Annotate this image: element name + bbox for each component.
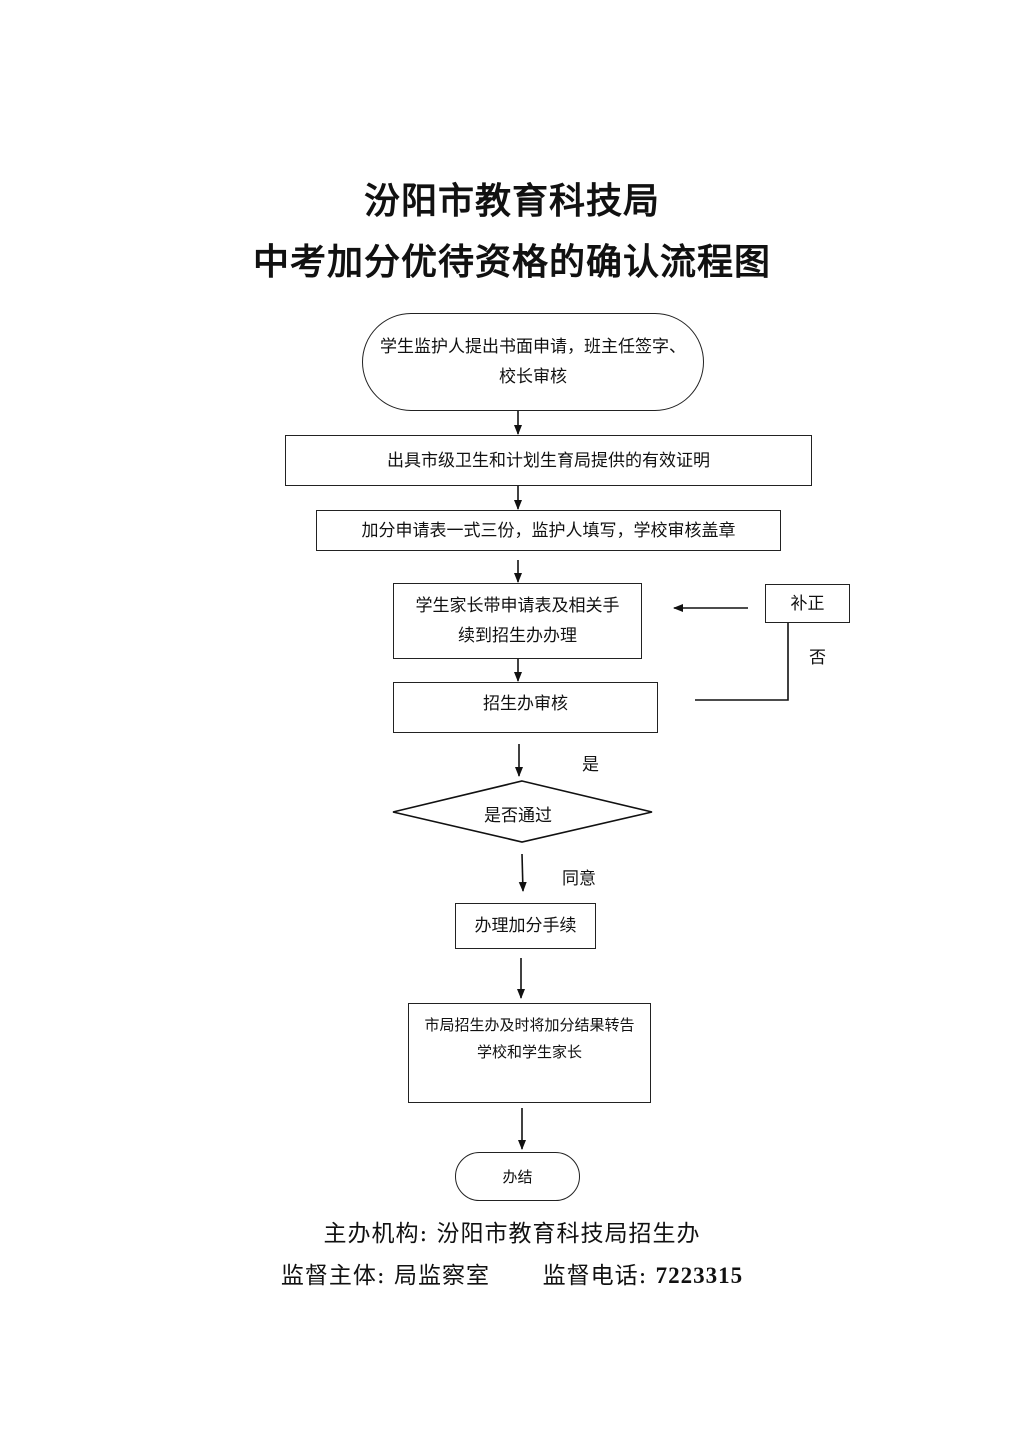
footer-supervision-line: 监督主体: 局监察室 监督电话: 7223315 xyxy=(0,1256,1024,1290)
title-line-1: 汾阳市教育科技局 xyxy=(363,180,660,222)
arrow-decision-to-step5 xyxy=(518,853,527,892)
phone-label: 监督电话: xyxy=(542,1263,648,1289)
step-issue-certificate-text: 出具市级卫生和计划生育局提供的有效证明 xyxy=(387,450,710,471)
supervisor-label: 监督主体: xyxy=(280,1263,386,1289)
no-label: 否 xyxy=(809,648,826,668)
host-value: 汾阳市教育科技局招生办 xyxy=(436,1221,701,1247)
step-notify-result-text: 市局招生办及时将加分结果转告学校和学生家长 xyxy=(424,1016,635,1061)
step-process-bonus-text: 办理加分手续 xyxy=(474,916,577,936)
yes-label: 是 xyxy=(582,755,599,775)
end-node: 办结 xyxy=(455,1152,580,1201)
step-application-form: 加分申请表一式三份，监护人填写，学校审核盖章 xyxy=(316,510,781,551)
line-step4-to-fix xyxy=(695,623,789,701)
step-office-review-text: 招生办审核 xyxy=(483,694,568,714)
step-process-bonus: 办理加分手续 xyxy=(455,903,596,949)
step-notify-result: 市局招生办及时将加分结果转告学校和学生家长 xyxy=(408,1003,651,1103)
step-submit-to-office: 学生家长带申请表及相关手续到招生办办理 xyxy=(393,583,642,659)
decision-diamond xyxy=(392,780,653,843)
step-office-review: 招生办审核 xyxy=(393,682,658,733)
fix-text: 补正 xyxy=(790,593,825,614)
start-node: 学生监护人提出书面申请，班主任签字、校长审核 xyxy=(362,313,704,411)
fix-node: 补正 xyxy=(765,584,850,623)
step-submit-to-office-text: 学生家长带申请表及相关手续到招生办办理 xyxy=(415,596,620,646)
step-issue-certificate: 出具市级卫生和计划生育局提供的有效证明 xyxy=(285,435,812,486)
end-text: 办结 xyxy=(502,1167,533,1186)
footer-host-line: 主办机构: 汾阳市教育科技局招生办 xyxy=(0,1214,1024,1248)
agree-label: 同意 xyxy=(562,869,596,889)
phone-value: 7223315 xyxy=(655,1263,744,1288)
host-label: 主办机构: xyxy=(323,1221,429,1247)
step-application-form-text: 加分申请表一式三份，监护人填写，学校审核盖章 xyxy=(361,520,736,541)
supervisor-value: 局监察室 xyxy=(393,1263,490,1289)
title-line-2: 中考加分优待资格的确认流程图 xyxy=(252,241,771,283)
decision-text: 是否通过 xyxy=(484,806,552,826)
start-text: 学生监护人提出书面申请，班主任签字、校长审核 xyxy=(380,337,686,387)
